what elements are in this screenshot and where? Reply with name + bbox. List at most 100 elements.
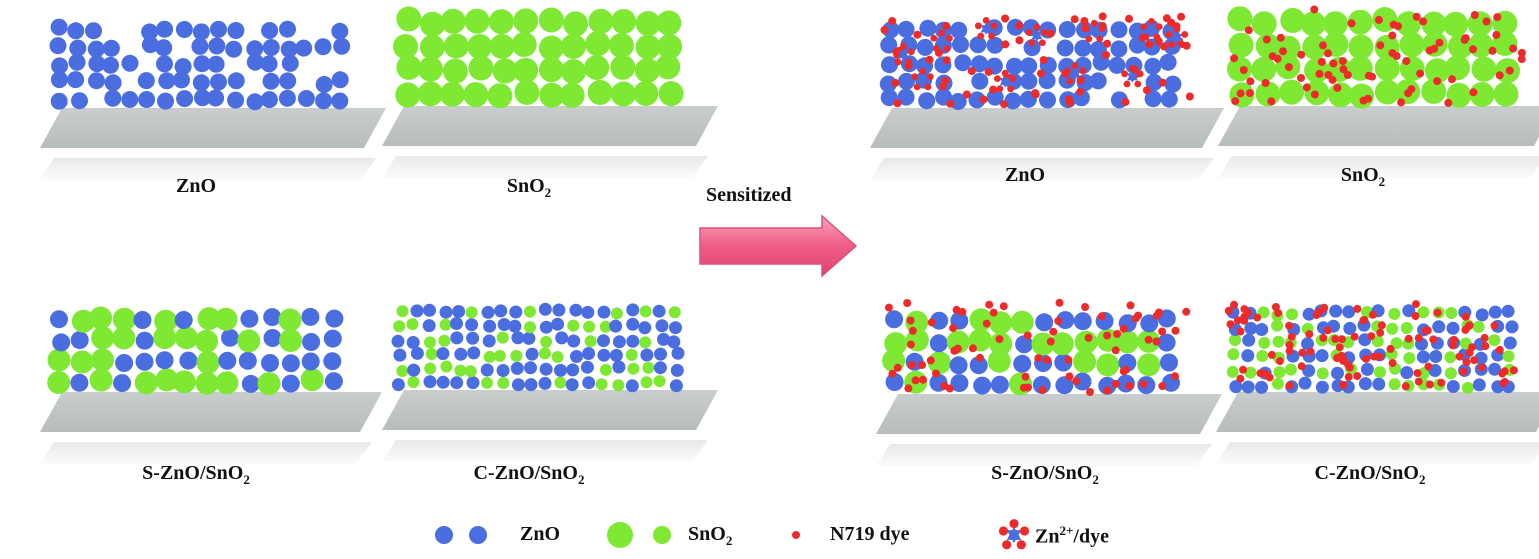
dye-molecule (888, 369, 897, 378)
zno-particle (567, 334, 581, 348)
dye-molecule (1177, 12, 1186, 21)
sno2-particle (483, 350, 496, 363)
arrow-label: Sensitized (706, 184, 792, 206)
dye-molecule (1368, 310, 1377, 319)
zno-particle (669, 379, 683, 393)
zno-particle (671, 346, 685, 360)
zno-particle (969, 356, 988, 375)
dye-molecule (891, 78, 900, 87)
dye-molecule (938, 82, 947, 91)
zno-particle (1432, 320, 1446, 334)
zno-particle (157, 92, 174, 110)
zno-particle (990, 375, 1009, 394)
dye-molecule (1433, 77, 1442, 86)
sno2-particle (1272, 377, 1284, 390)
sno2-particle (417, 81, 443, 107)
zno-particle (655, 319, 669, 333)
zno-particle (102, 56, 119, 74)
dye-molecule (1000, 100, 1009, 109)
dye-molecule (1377, 321, 1386, 330)
dye-molecule (1023, 331, 1032, 340)
sno2-particle (89, 306, 113, 330)
panel-label-s-zno-sno2-sensitized: S-ZnO/SnO2 (991, 462, 1099, 487)
zno-particle (323, 329, 342, 348)
dye-molecule (1402, 57, 1411, 66)
sno2-particle (634, 58, 660, 83)
zno-particle (950, 374, 969, 393)
substrate-reflection (40, 442, 372, 464)
sno2-particle (1286, 308, 1298, 321)
zno-particle (482, 334, 496, 348)
dye-molecule (1465, 348, 1474, 357)
dye-molecule (1224, 306, 1233, 315)
zno-particle (494, 304, 508, 318)
sno2-particle (396, 365, 409, 377)
zno-particle (70, 331, 89, 350)
sno2-particle (1468, 32, 1494, 58)
dye-molecule (1162, 14, 1171, 23)
zno-particle (626, 334, 640, 348)
zno-particle (554, 363, 567, 377)
dye-molecule (1333, 83, 1342, 92)
sno2-particle (489, 34, 515, 59)
zno-particle (640, 348, 654, 362)
zno-particle (423, 375, 437, 389)
zno-particle (1255, 380, 1268, 394)
sno2-particle (583, 320, 596, 333)
dye-molecule (880, 26, 889, 34)
zno-particle (192, 74, 210, 92)
zno-particle (1429, 350, 1443, 363)
zno-particle (391, 378, 405, 392)
zno-particle (969, 36, 987, 54)
zno-particle (67, 71, 85, 89)
sno2-particle (1229, 334, 1241, 346)
dye-molecule (1433, 308, 1442, 317)
dye-molecule (1144, 335, 1153, 344)
dye-molecule (995, 335, 1004, 344)
sno2-particle (653, 375, 666, 388)
dye-molecule (1185, 92, 1194, 101)
dye-molecule (1459, 367, 1468, 376)
dye-molecule (1364, 94, 1373, 103)
sno2-particle (393, 320, 406, 333)
dye-molecule (949, 324, 958, 333)
zno-particle (1020, 72, 1038, 90)
zno-particle (88, 55, 106, 73)
sno2-particle (1374, 366, 1386, 379)
dye-molecule (1236, 374, 1245, 383)
zno-particle (566, 363, 580, 377)
zno-particle (135, 352, 154, 371)
dye-molecule (1287, 332, 1296, 341)
zno-particle (133, 311, 152, 329)
dye-molecule (1267, 350, 1276, 359)
dye-molecule (1145, 40, 1154, 49)
zno-particle (496, 364, 510, 377)
zno-particle (882, 21, 900, 39)
zno-particle (1400, 366, 1414, 380)
dye-molecule (904, 384, 913, 393)
sno2-particle (584, 55, 610, 80)
zno-particle (50, 18, 68, 36)
zno-particle (1089, 72, 1107, 90)
zno-particle (280, 40, 298, 58)
sno2-particle (1471, 56, 1497, 82)
dye-molecule (1480, 333, 1489, 342)
dye-molecule (1362, 354, 1371, 363)
dye-molecule (1065, 372, 1074, 381)
dye-molecule (1279, 47, 1287, 56)
substrate (1216, 392, 1539, 432)
sno2-particle (497, 377, 510, 389)
zno-particle (1056, 39, 1074, 57)
zno-particle (192, 23, 210, 41)
zno-particle (454, 347, 468, 361)
dye-molecule (1324, 49, 1332, 58)
dye-molecule (1404, 334, 1413, 343)
zno-particle (525, 347, 539, 361)
sno2-particle (424, 362, 437, 375)
zno-particle (1358, 377, 1372, 391)
sno2-particle (155, 368, 179, 392)
sno2-particle (1469, 82, 1495, 107)
zno-particle (314, 38, 332, 56)
sno2-particle (560, 33, 586, 59)
dye-molecule (1284, 63, 1293, 72)
